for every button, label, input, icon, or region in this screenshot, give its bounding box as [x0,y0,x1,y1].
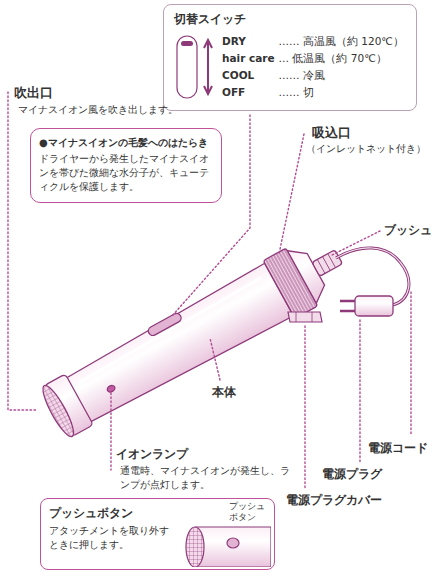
push-button [227,538,239,548]
leader-line [210,338,220,380]
bushing-ridges [317,254,335,274]
callout-box: プッシュボタンアタッチメントを取り外すときに押します。プッシュボタン [40,498,275,570]
part-note: マイナスイオン風を吹き出します。 [18,103,178,117]
mode-description: …… 冷風 [279,69,405,83]
plug-cover [288,312,322,322]
part-name: 吹出口 [14,84,53,102]
ion-lamp [106,384,116,393]
note-title: ●マイナスイオンの毛髪へのはたらき [39,136,213,150]
part-name: イオンランプ [116,446,188,462]
mode-name: OFF [222,86,275,100]
leader-line [410,292,411,436]
switch-icon [174,32,218,102]
mode-name: DRY [222,35,275,49]
leader-line [110,393,111,470]
leader-line [304,326,305,488]
part-name: 電源コード [368,440,428,456]
part-note: （インレットネット付き） [306,142,426,156]
attachment-face [186,527,204,567]
note-body: ドライヤーから発生したマイナスイオンを帯びた微細な水分子が、キューティクルを保護… [39,152,213,194]
switch-slider [147,312,183,337]
panel-title: 切替スイッチ [174,11,404,28]
plug-prongs [340,301,355,311]
button-inset-drawing [181,519,271,567]
callout-body: アタッチメントを取り外すときに押します。 [49,524,174,552]
leader-line [332,231,380,255]
leader-line [279,134,304,254]
part-name: ブッシュ [384,222,432,238]
part-note: 通電時、マイナスイオンが発生し、ランプが点灯します。 [120,464,292,491]
switch-knob [181,41,193,46]
part-name: 電源プラグカバー [286,492,382,508]
mode-description: …… 切 [279,86,405,100]
plug-cover-slots [296,312,312,322]
power-plug [355,296,393,316]
note-box: ●マイナスイオンの毛髪へのはたらきドライヤーから発生したマイナスイオンを帯びた微… [30,128,222,203]
mode-description: … 低温風（約 70℃） [279,52,405,66]
mode-name: COOL [222,69,275,83]
dryer-body [63,263,293,426]
mode-description: …… 高温風（約 120℃） [279,35,405,49]
dryer [36,228,354,443]
body-highlight [77,278,263,383]
inset-label: プッシュボタン [229,501,268,523]
part-name: 電源プラグ [322,466,382,482]
attachment-body [195,527,271,567]
mode-name: hair care [222,52,275,66]
nozzle-outlet [38,382,78,440]
bushing [312,250,342,277]
part-name: 吸込口 [312,124,351,142]
part-name: 本体 [212,384,236,400]
leader-line [359,320,360,462]
switch-panel: 切替スイッチ DRY …… 高温風（約 120℃） hair care … 低温風（約 … [163,4,417,111]
double-arrow [204,40,212,94]
switch-outline [177,36,197,98]
